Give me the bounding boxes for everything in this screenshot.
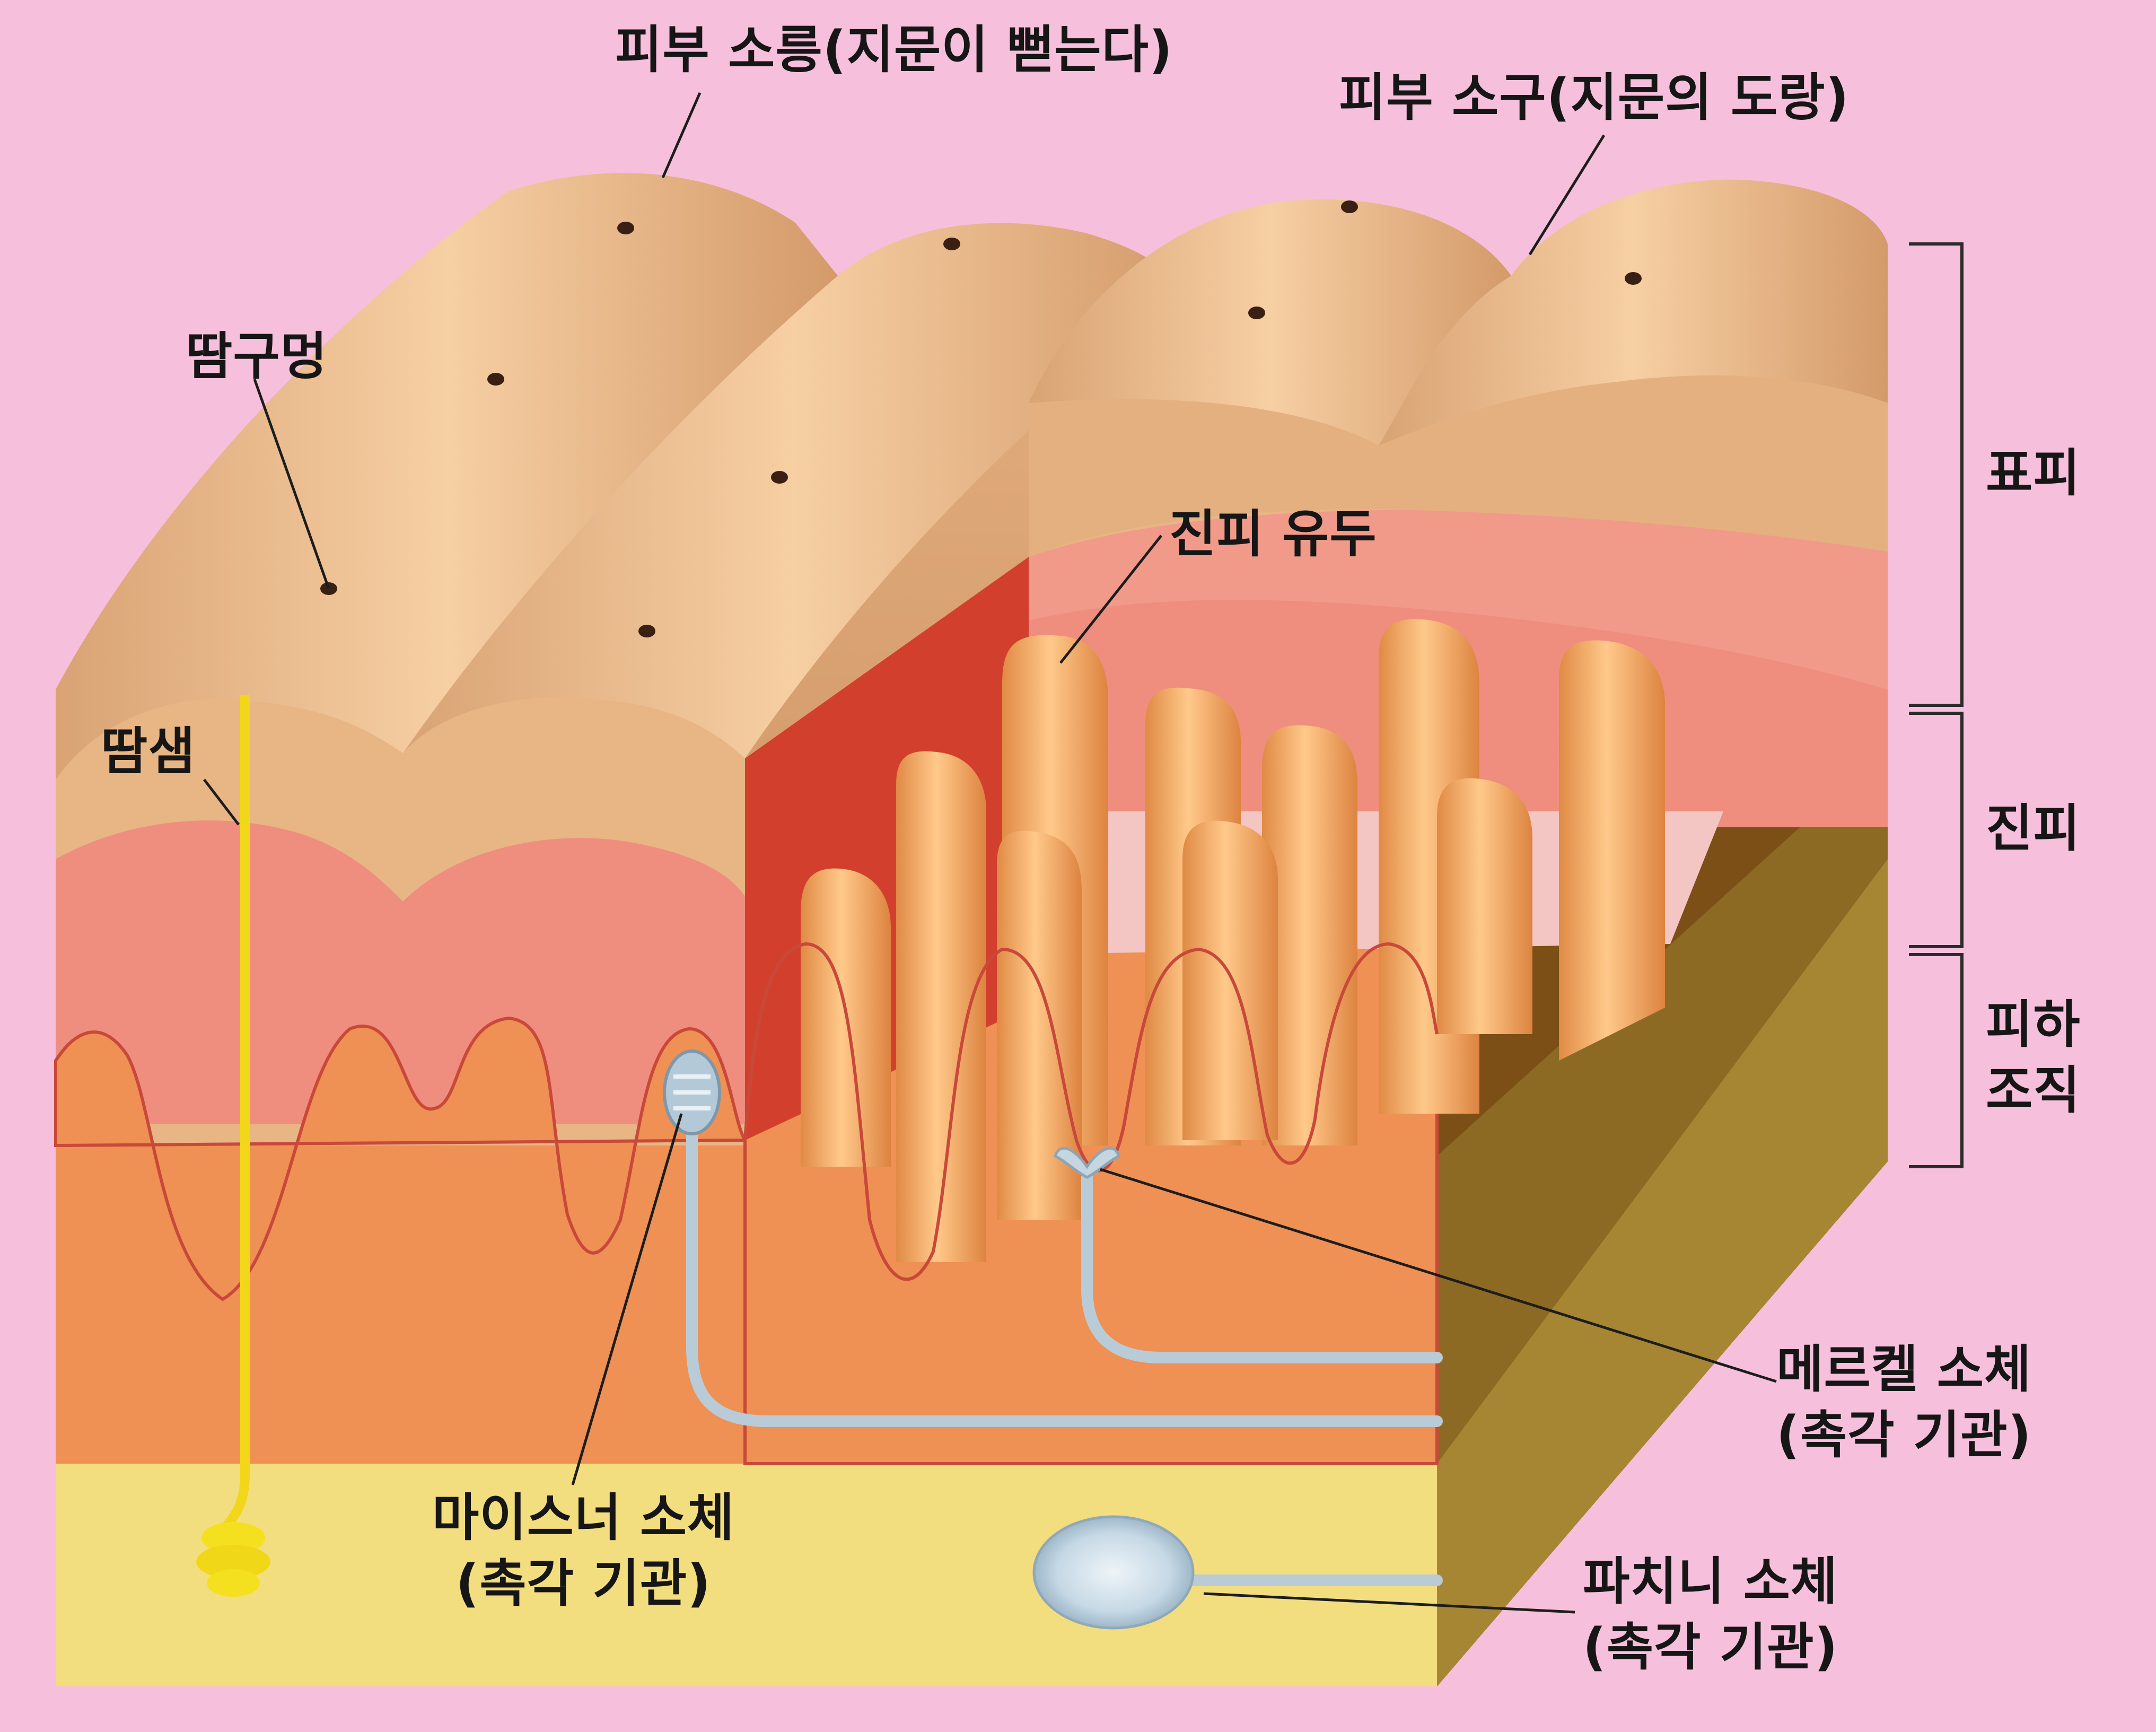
- epidermal-ridges: [56, 173, 1888, 780]
- label-subcutis-line1: 피하: [1986, 995, 2081, 1054]
- label-merkel-line1: 메르켈 소체: [1776, 1340, 2032, 1399]
- label-epidermis: 표피: [1986, 443, 2081, 503]
- sweat-pores: [320, 200, 1642, 637]
- dermal-papillae: [801, 619, 1665, 1262]
- label-sweat-pore: 땀구멍: [186, 327, 328, 386]
- layer-brackets: [1909, 242, 1964, 1168]
- sweat-gland-duct: [196, 695, 270, 1597]
- label-pacini-line2: (촉각 기관): [1583, 1617, 1838, 1677]
- label-skin-ridge: 피부 소릉(지문이 뻗는다): [615, 20, 1173, 80]
- label-merkel-line2: (촉각 기관): [1776, 1405, 2032, 1465]
- label-meissner-line2: (촉각 기관): [455, 1554, 711, 1613]
- label-dermal-papilla: 진피 유두: [1169, 504, 1377, 564]
- label-pacini: 파치니 소체 (촉각 기관): [1583, 1549, 1838, 1680]
- label-subcutaneous-tissue: 피하 조직: [1986, 992, 2081, 1123]
- label-subcutis-line2: 조직: [1986, 1061, 2081, 1120]
- pacinian-corpuscle: [1032, 1515, 1195, 1630]
- merkel-disk: [1053, 1147, 1121, 1179]
- label-merkel: 메르켈 소체 (촉각 기관): [1776, 1336, 2031, 1468]
- label-pacini-line1: 파치니 소체: [1583, 1552, 1838, 1611]
- label-sweat-gland: 땀샘: [101, 722, 196, 781]
- label-meissner-line1: 마이스너 소체: [432, 1488, 735, 1547]
- label-meissner: 마이스너 소체 (촉각 기관): [432, 1485, 734, 1616]
- label-dermis: 진피: [1986, 799, 2081, 858]
- label-skin-furrow: 피부 소구(지문의 도랑): [1339, 68, 1850, 127]
- meissner-corpuscle: [663, 1049, 721, 1135]
- papillae-boundary: [743, 942, 1439, 1281]
- leader-lines: [203, 92, 1777, 1614]
